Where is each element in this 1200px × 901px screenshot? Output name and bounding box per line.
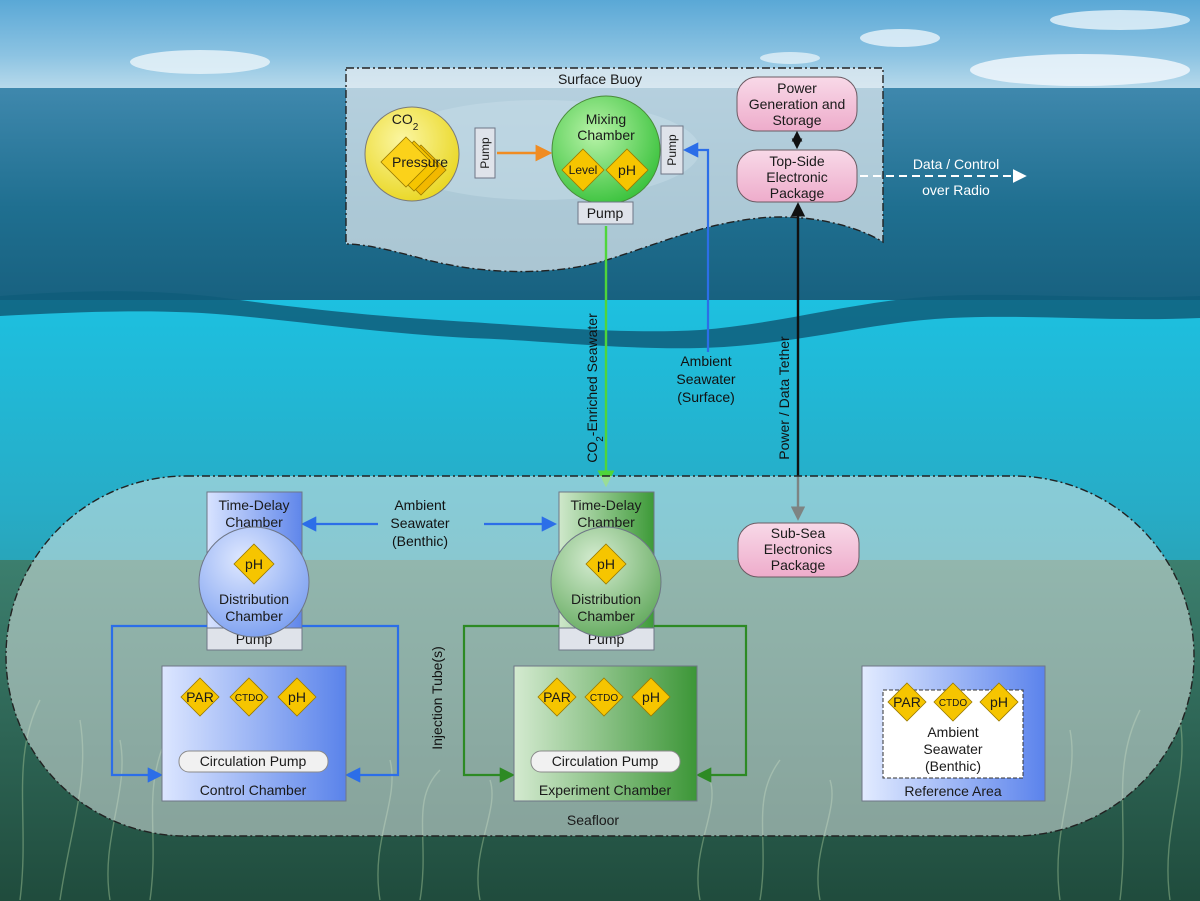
pressure-sensor: Pressure bbox=[380, 136, 448, 196]
power-storage-label-2: Generation and bbox=[749, 96, 846, 112]
reference-area-label: Reference Area bbox=[904, 783, 1001, 799]
topside-label-3: Package bbox=[770, 185, 825, 201]
experiment-chamber-label: Experiment Chamber bbox=[539, 782, 672, 798]
experiment-ph2-label: pH bbox=[642, 689, 660, 705]
subsea-electronics-box bbox=[737, 522, 860, 578]
reference-ph-label: pH bbox=[990, 694, 1008, 710]
reference-par-sensor bbox=[887, 682, 927, 722]
experiment-par-sensor bbox=[537, 677, 577, 717]
ambient-surface-label-1: Ambient bbox=[680, 353, 731, 369]
mixing-ph-label: pH bbox=[618, 162, 636, 178]
ambient-benthic-label-2: Seawater bbox=[390, 515, 449, 531]
experiment-ctdo-sensor bbox=[584, 677, 624, 717]
control-par-sensor bbox=[180, 677, 220, 717]
reference-ctdo-sensor bbox=[933, 682, 973, 722]
mixing-side-pump-label: Pump bbox=[665, 134, 679, 166]
mixing-ph-sensor bbox=[605, 148, 649, 192]
control-ph-sensor bbox=[233, 543, 275, 585]
experiment-td-label-1: Time-Delay bbox=[570, 497, 641, 513]
control-td-label-1: Time-Delay bbox=[218, 497, 289, 513]
waterline-wave bbox=[0, 291, 1200, 349]
seafloor-label: Seafloor bbox=[567, 812, 619, 828]
experiment-ph-label: pH bbox=[597, 556, 615, 572]
control-chamber-label: Control Chamber bbox=[200, 782, 307, 798]
reference-area: PAR CTDO pH Ambient Seawater (Benthic) R… bbox=[861, 665, 1046, 802]
control-circulation-pump bbox=[178, 750, 329, 773]
co2-enriched-seawater-label: CO2-Enriched Seawater bbox=[584, 313, 606, 463]
ambient-surface-label-2: Seawater bbox=[676, 371, 735, 387]
experiment-dist-label-2: Chamber bbox=[577, 608, 635, 624]
control-dist-label-2: Chamber bbox=[225, 608, 283, 624]
subsea-label-2: Electronics bbox=[764, 541, 832, 557]
reference-ctdo-label: CTDO bbox=[939, 698, 968, 709]
experiment-loop-right bbox=[654, 624, 748, 783]
mixing-bottom-pump bbox=[577, 201, 634, 225]
level-sensor-label: Level bbox=[569, 163, 598, 177]
benthic-panel: Seafloor Ambient Seawater (Benthic) Time… bbox=[5, 475, 1195, 837]
power-storage-label-3: Storage bbox=[772, 112, 821, 128]
experiment-ph2-sensor bbox=[631, 677, 671, 717]
mixing-chamber-label-2: Chamber bbox=[577, 127, 635, 143]
cloud bbox=[970, 54, 1190, 86]
co2-pump-label: Pump bbox=[478, 137, 492, 169]
cloud bbox=[1050, 10, 1190, 30]
control-loop-left bbox=[110, 624, 207, 783]
experiment-ctdo-label: CTDO bbox=[590, 693, 619, 704]
co2-tank-label: CO2 bbox=[392, 111, 419, 133]
power-data-tether-label: Power / Data Tether bbox=[776, 336, 792, 460]
injection-tubes-label: Injection Tube(s) bbox=[429, 646, 445, 750]
reference-label-3: (Benthic) bbox=[925, 758, 981, 774]
experiment-circulation-pump bbox=[530, 750, 681, 773]
experiment-dist-label-1: Distribution bbox=[571, 591, 641, 607]
cloud bbox=[760, 52, 820, 64]
surface-buoy-title: Surface Buoy bbox=[558, 71, 642, 87]
control-dist-label-1: Distribution bbox=[219, 591, 289, 607]
level-sensor bbox=[561, 148, 605, 192]
connections: CO2-Enriched Seawater Ambient Seawater (… bbox=[584, 142, 806, 521]
control-assembly: Time-Delay Chamber Pump pH Distribution … bbox=[110, 491, 400, 802]
surface-buoy-panel: Surface Buoy CO2 Pressure Pump Mixing Ch… bbox=[345, 67, 1027, 273]
control-ph2-sensor bbox=[277, 677, 317, 717]
reference-par-label: PAR bbox=[893, 694, 921, 710]
cloud bbox=[860, 29, 940, 47]
subsea-label-1: Sub-Sea bbox=[771, 525, 826, 541]
cloud bbox=[130, 50, 270, 74]
topside-electronics-box bbox=[736, 149, 858, 203]
experiment-ph-sensor bbox=[585, 543, 627, 585]
reference-label-2: Seawater bbox=[923, 741, 982, 757]
reference-label-1: Ambient bbox=[927, 724, 978, 740]
experiment-loop-left bbox=[462, 624, 559, 783]
ambient-benthic-label-3: (Benthic) bbox=[392, 533, 448, 549]
mixing-chamber-label-1: Mixing bbox=[586, 111, 626, 127]
control-ph2-label: pH bbox=[288, 689, 306, 705]
control-ph-label: pH bbox=[245, 556, 263, 572]
control-loop-right bbox=[302, 624, 400, 783]
subsea-label-3: Package bbox=[771, 557, 826, 573]
reference-ph-sensor bbox=[979, 682, 1019, 722]
topside-label-1: Top-Side bbox=[769, 153, 824, 169]
pressure-sensor-label: Pressure bbox=[392, 154, 448, 170]
control-circulation-pump-label: Circulation Pump bbox=[200, 753, 307, 769]
power-storage-label-1: Power bbox=[777, 80, 817, 96]
experiment-par-label: PAR bbox=[543, 689, 571, 705]
mixing-bottom-pump-label: Pump bbox=[587, 205, 624, 221]
control-ctdo-label: CTDO bbox=[235, 693, 264, 704]
control-td-label-2: Chamber bbox=[225, 514, 283, 530]
ambient-surface-intake-line bbox=[682, 142, 710, 352]
experiment-circulation-pump-label: Circulation Pump bbox=[552, 753, 659, 769]
experiment-td-label-2: Chamber bbox=[577, 514, 635, 530]
radio-label-1: Data / Control bbox=[913, 156, 999, 172]
control-ctdo-sensor bbox=[229, 677, 269, 717]
radio-label-2: over Radio bbox=[922, 182, 990, 198]
experiment-assembly: Time-Delay Chamber Pump pH Distribution … bbox=[429, 491, 748, 802]
control-par-label: PAR bbox=[186, 689, 214, 705]
ambient-surface-label-3: (Surface) bbox=[677, 389, 735, 405]
co2-pump bbox=[474, 127, 496, 179]
ambient-benthic-label-1: Ambient bbox=[394, 497, 445, 513]
topside-label-2: Electronic bbox=[766, 169, 827, 185]
